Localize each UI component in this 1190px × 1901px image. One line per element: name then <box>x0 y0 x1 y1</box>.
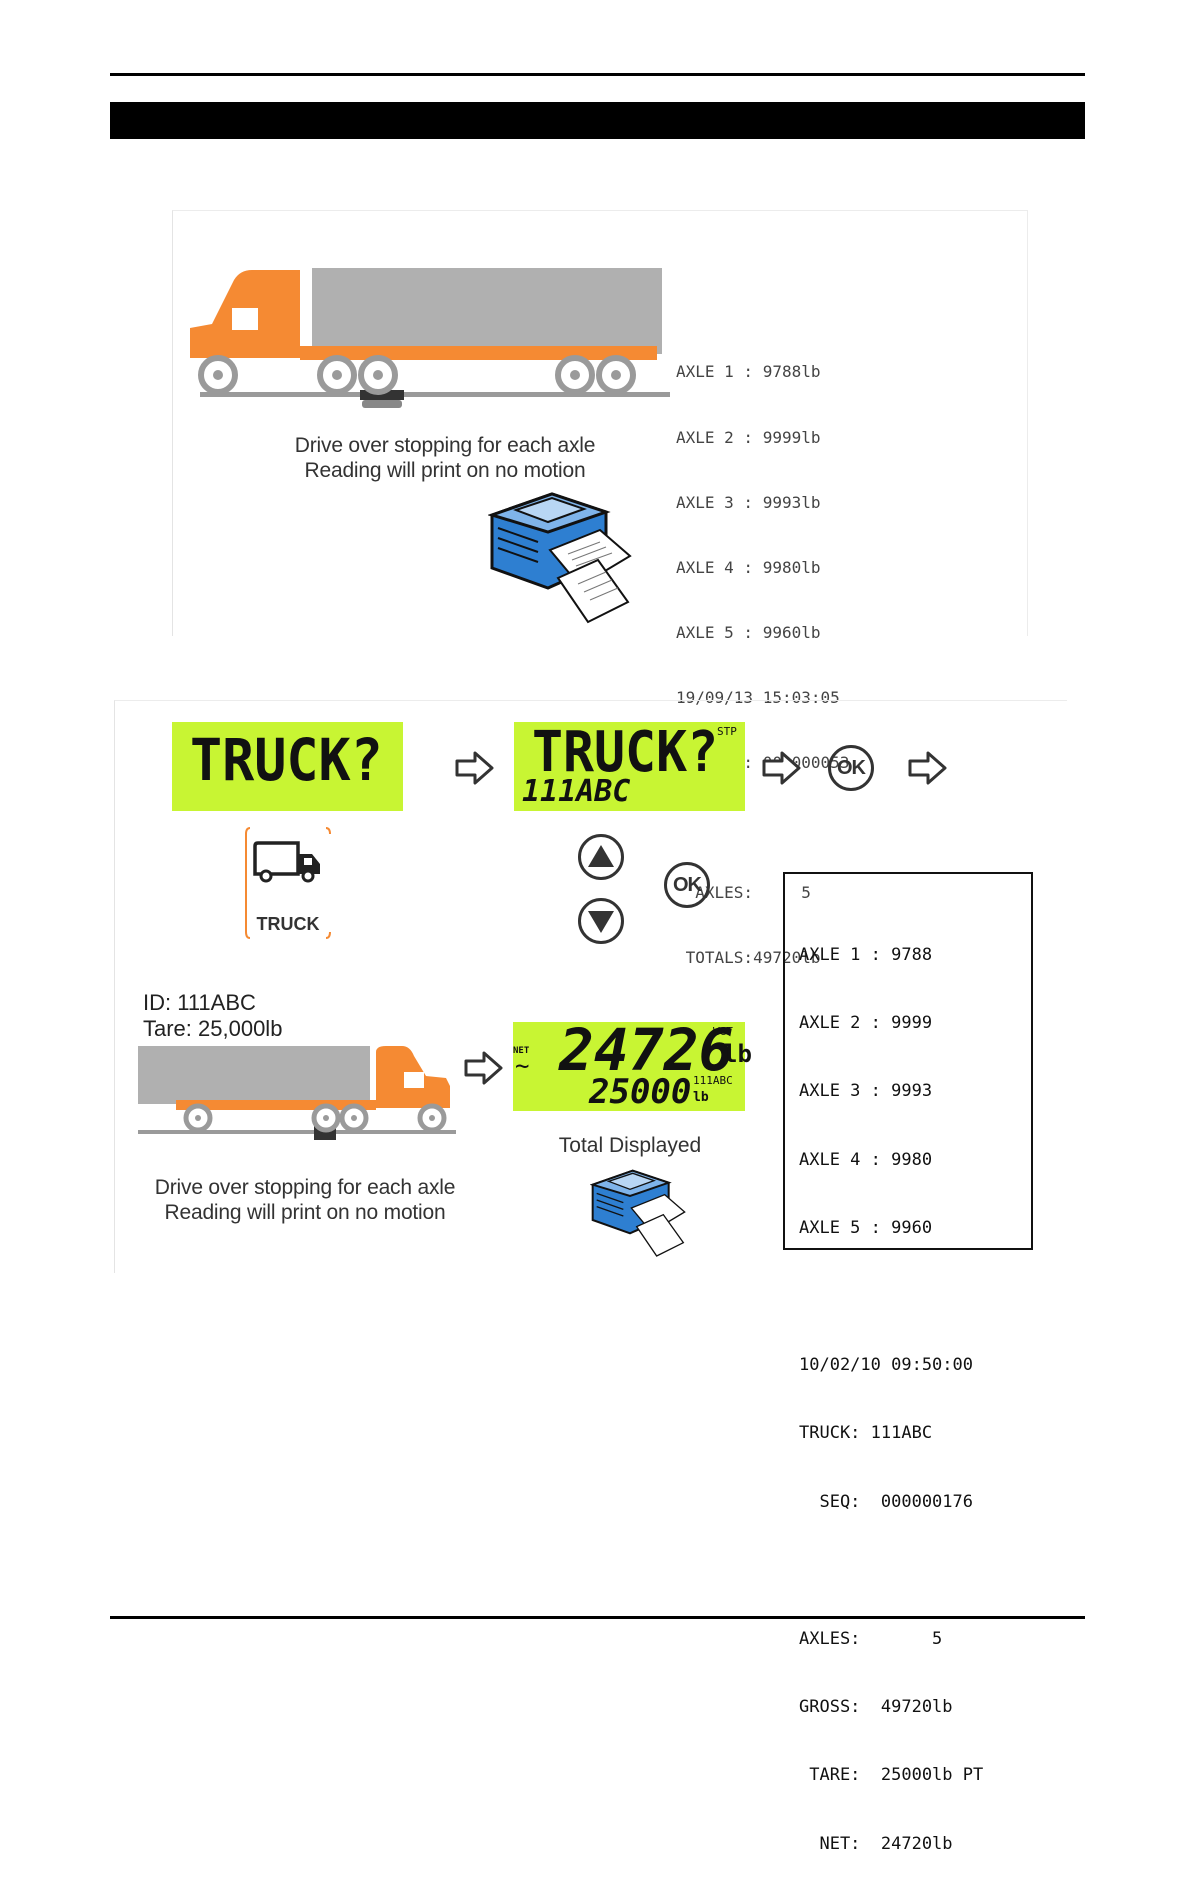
bottom-caption-line1: Drive over stopping for each axle <box>154 1176 456 1199</box>
ticket-line: AXLE 4 : 9980lb <box>676 557 821 577</box>
chassis <box>300 346 580 360</box>
lcd-badge: WGT <box>713 1025 733 1038</box>
truck-id-info: ID: 111ABC Tare: 25,000lb <box>143 990 282 1042</box>
ticket-line: AXLE 2 : 9999lb <box>676 427 821 447</box>
header-rule <box>110 73 1085 76</box>
lcd-truck-id: 111ABC <box>693 1074 733 1087</box>
ok-button[interactable]: OK <box>664 862 710 908</box>
lcd-display-net-weight: NET ~ 24726 lb WGT 25000 lb 111ABC <box>513 1016 752 1112</box>
ticket-line: TRUCK: 111ABC <box>799 1423 933 1444</box>
chassis <box>176 1100 376 1110</box>
printer-icon <box>488 492 632 624</box>
cab-window <box>232 308 258 330</box>
truck-icon <box>253 841 320 883</box>
trailer-body <box>138 1046 370 1104</box>
lcd-main-unit: lb <box>723 1040 752 1068</box>
top-caption-line1: Drive over stopping for each axle <box>294 434 596 457</box>
ticket-line: AXLES: 5 <box>799 1628 943 1649</box>
truck-trailer-illustration <box>190 268 670 408</box>
ground-line <box>138 1130 456 1134</box>
lcd-id-text: 111ABC <box>522 774 631 809</box>
ticket-line: AXLE 3 : 9993lb <box>676 492 821 512</box>
up-button[interactable] <box>578 834 624 880</box>
ticket-line: AXLE 1 : 9788lb <box>676 362 821 382</box>
arrow-right-icon <box>455 751 494 785</box>
section-header-bar <box>110 102 1085 139</box>
lcd-prompt-text: TRUCK? <box>532 720 719 785</box>
trailer-body <box>312 268 662 354</box>
truck-id-line: ID: 111ABC <box>143 990 256 1015</box>
arrow-right-icon <box>762 751 801 785</box>
ticket-line <box>799 1559 983 1582</box>
ticket-line: NET: 24720lb <box>799 1833 953 1854</box>
rear-chassis <box>517 346 657 360</box>
lcd-main-weight: 24726 <box>559 1016 734 1084</box>
ticket-line: GROSS: 49720lb <box>799 1696 953 1717</box>
lcd-tare-weight: 25000 <box>589 1072 692 1112</box>
ticket-line: SEQ: 000000176 <box>799 1491 973 1512</box>
ground-line <box>200 392 670 397</box>
lcd-display-prompt: TRUCK? <box>172 722 403 811</box>
wheels <box>198 355 636 395</box>
top-caption: Drive over stopping for each axle Readin… <box>255 433 635 483</box>
ticket-line: AXLE 3 : 9993 <box>799 1081 933 1102</box>
truck-key[interactable]: TRUCK <box>244 826 332 940</box>
top-ticket: AXLE 1 : 9788lb AXLE 2 : 9999lb AXLE 3 :… <box>676 318 849 991</box>
lcd-tare-unit: lb <box>693 1090 709 1105</box>
ticket-line: TOTALS:49720lb <box>676 948 821 968</box>
total-displayed-label: Total Displayed <box>558 1134 702 1157</box>
footer-rule <box>110 1616 1085 1619</box>
ticket-line: 10/02/10 09:50:00 <box>799 1354 973 1375</box>
figure-truck-id-workflow <box>114 700 1067 1273</box>
motion-indicator: ~ <box>515 1052 530 1080</box>
bottom-caption-line2: Reading will print on no motion <box>164 1201 446 1224</box>
arrow-right-icon <box>908 751 947 785</box>
ticket-line: AXLE 2 : 9999 <box>799 1012 933 1033</box>
lcd-prompt-text: TRUCK? <box>190 726 383 794</box>
printer-icon <box>590 1169 686 1257</box>
ticket-line: AXLE 5 : 9960 <box>799 1218 933 1239</box>
cab-window <box>404 1072 424 1088</box>
ticket-line: 19/09/13 15:03:05 <box>676 687 840 707</box>
ticket-line: TARE: 25000lb PT <box>799 1765 984 1786</box>
bottom-ticket: AXLE 1 : 9788 AXLE 2 : 9999 AXLE 3 : 999… <box>783 872 1033 1854</box>
bottom-caption: Drive over stopping for each axle Readin… <box>120 1175 490 1225</box>
arrow-right-icon <box>464 1051 503 1085</box>
ticket-line: AXLE 5 : 9960lb <box>676 622 821 642</box>
ticket-line <box>799 1286 983 1309</box>
ticket-line: AXLE 1 : 9788 <box>799 944 933 965</box>
truck-key-label: TRUCK <box>256 914 320 934</box>
lcd-badge: STP <box>717 725 737 738</box>
triangle-down-icon <box>588 911 614 933</box>
figure-axle-weighing-print <box>172 210 1028 636</box>
key-bracket <box>245 827 331 939</box>
lcd-display-id-entry: TRUCK? 111ABC STP <box>514 720 745 811</box>
lcd-net-label: NET <box>513 1046 530 1056</box>
scale-pad <box>360 390 404 400</box>
ticket-line: AXLE 4 : 9980 <box>799 1149 933 1170</box>
triangle-up-icon <box>588 845 614 867</box>
ticket-text: AXLE 1 : 9788 AXLE 2 : 9999 AXLE 3 : 999… <box>799 898 983 1901</box>
truck-tare-line: Tare: 25,000lb <box>143 1016 283 1041</box>
ok-button[interactable]: OK <box>828 745 874 791</box>
down-button[interactable] <box>578 898 624 944</box>
truck-trailer-illustration <box>138 1046 456 1140</box>
top-caption-line2: Reading will print on no motion <box>304 459 586 482</box>
